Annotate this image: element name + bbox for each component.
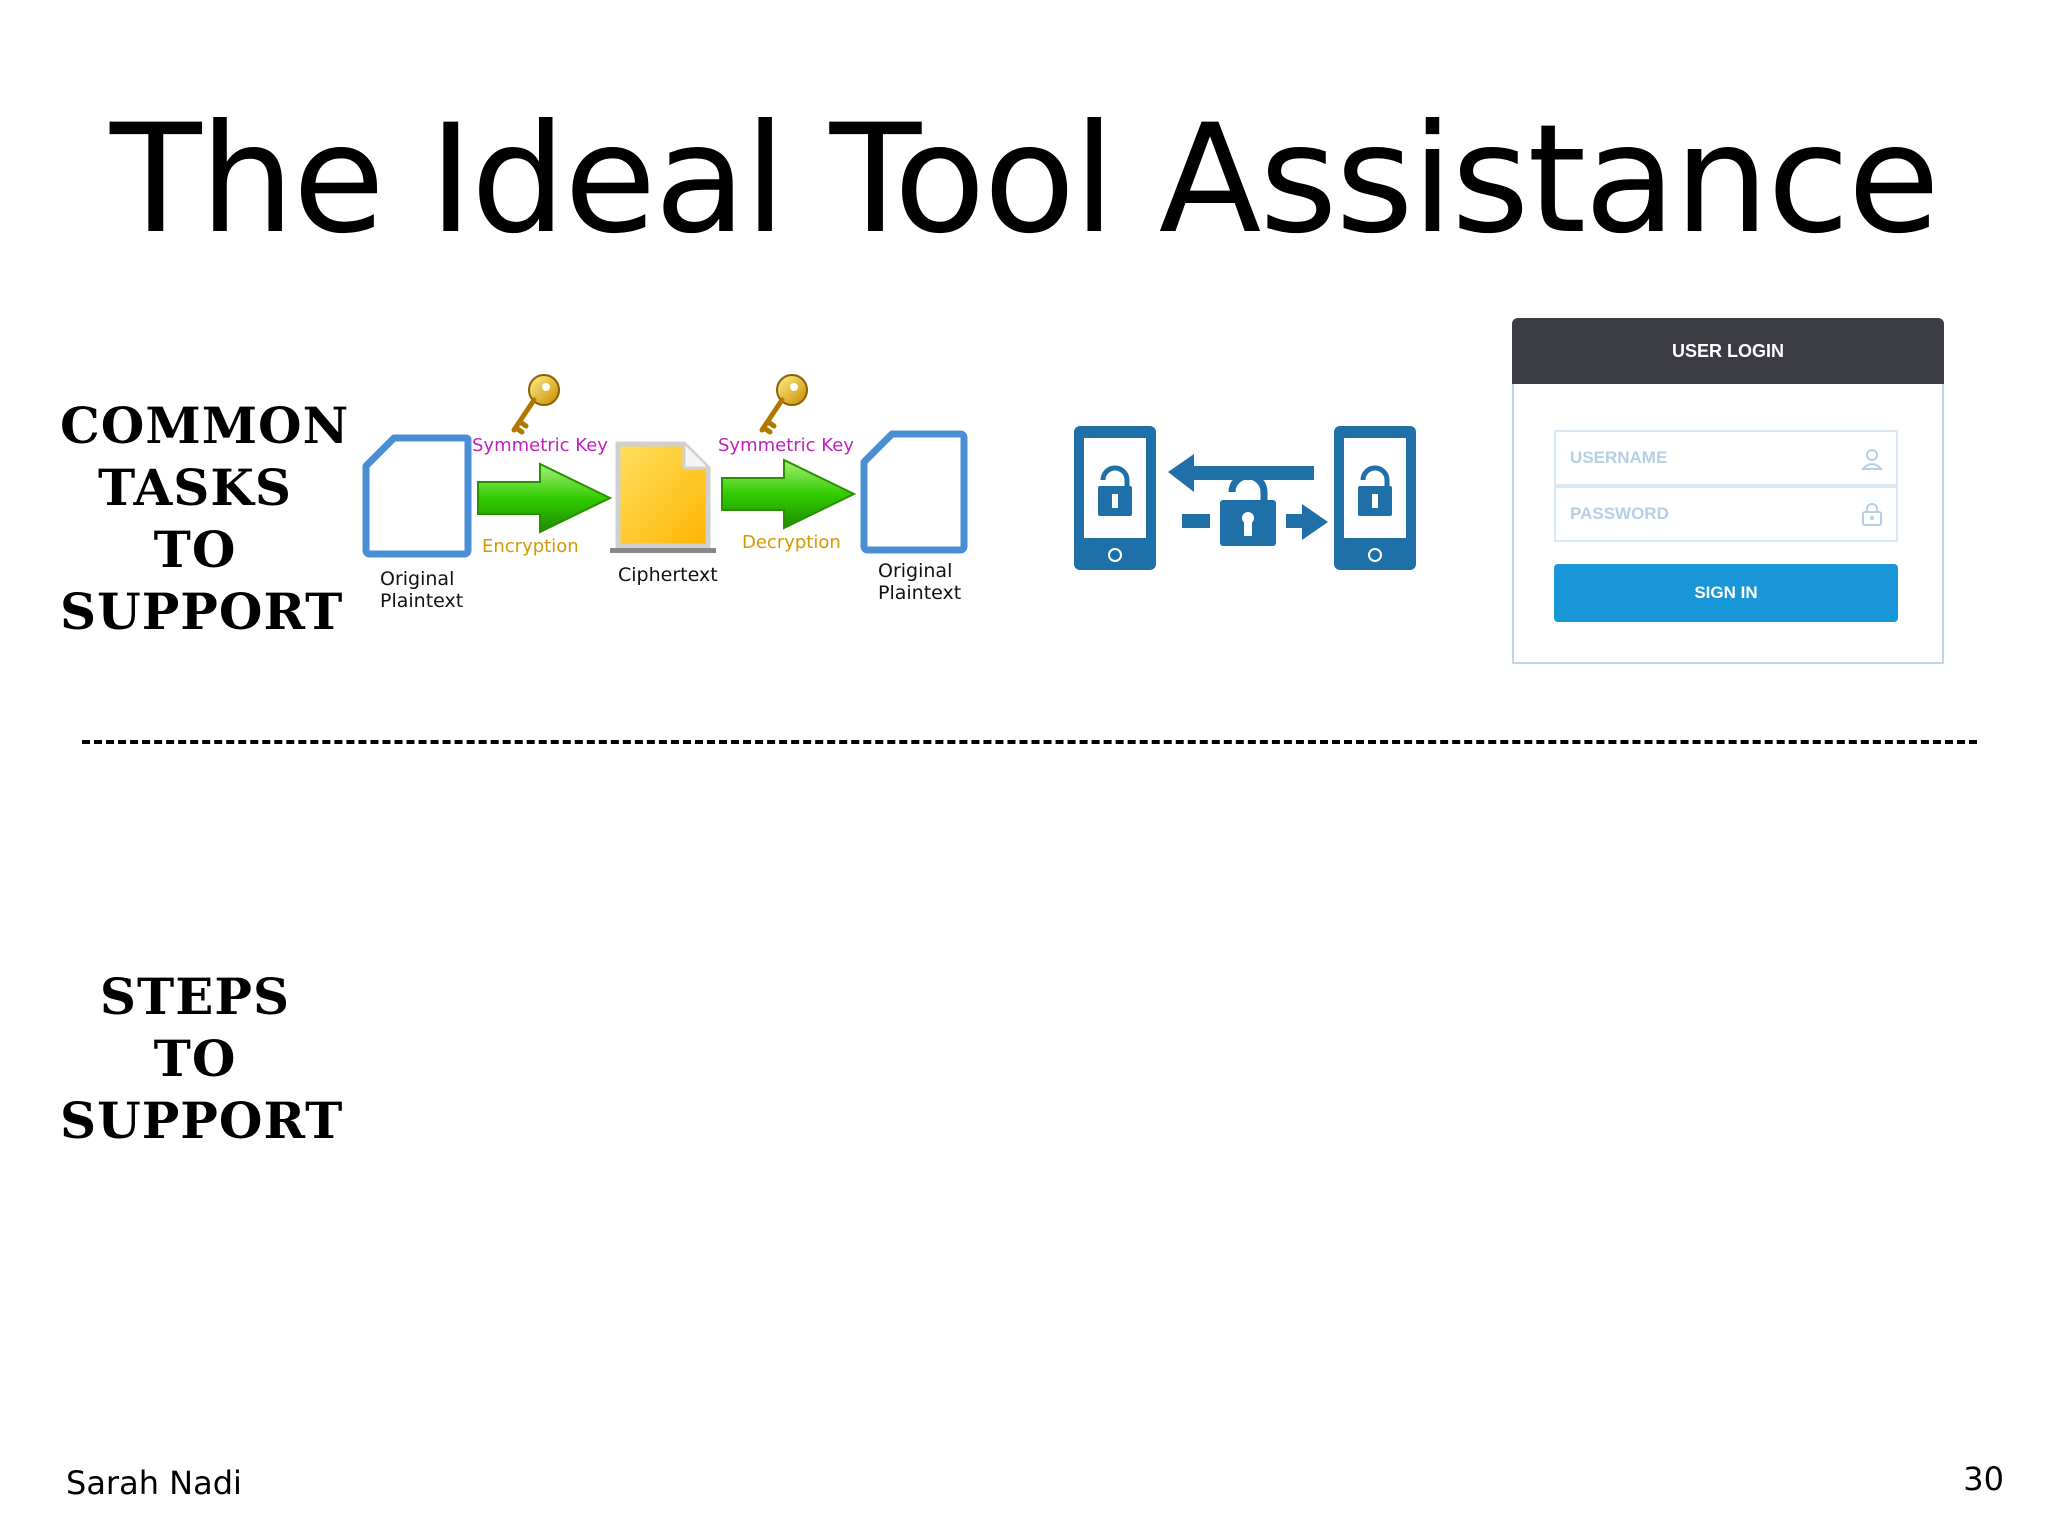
- steps-label: Steps to Support: [60, 966, 344, 1152]
- sign-in-button[interactable]: SIGN IN: [1554, 564, 1898, 622]
- steps-line: Support: [60, 1091, 344, 1150]
- symmetric-key-label: Symmetric Key: [472, 435, 608, 456]
- encryption-diagram: Symmetric Key Symmetric Key Encryption D…: [360, 360, 980, 620]
- caption-line: Original: [878, 560, 953, 582]
- caption-line: Plaintext: [878, 582, 962, 604]
- caption-line: Original: [380, 568, 455, 590]
- author-name: Sarah Nadi: [66, 1464, 242, 1502]
- ciphertext-document-icon: [610, 441, 716, 553]
- ciphertext-caption: Ciphertext: [618, 564, 718, 586]
- common-tasks-line: Common: [60, 396, 350, 455]
- plaintext-document-icon: [860, 430, 968, 554]
- phone-icon: [1074, 426, 1156, 570]
- phone-icon: [1334, 426, 1416, 570]
- section-divider: [82, 740, 1977, 744]
- user-login-card: USER LOGIN SIGN IN: [1512, 318, 1944, 664]
- lock-icon: [1862, 503, 1882, 526]
- login-header: USER LOGIN: [1512, 318, 1944, 384]
- page-number: 30: [1963, 1460, 2004, 1498]
- key-icon: [759, 374, 808, 435]
- common-tasks-line: Support: [60, 582, 344, 641]
- slide-title: The Ideal Tool Assistance: [109, 93, 1940, 267]
- secure-phone-exchange-icon: [1074, 426, 1416, 570]
- original-plaintext-caption: Original Plaintext: [878, 560, 961, 604]
- decryption-label: Decryption: [742, 532, 841, 553]
- plaintext-document-icon: [362, 434, 472, 558]
- key-icon: [511, 374, 560, 435]
- common-tasks-line: to: [153, 520, 237, 579]
- encryption-label: Encryption: [482, 536, 579, 557]
- user-icon: [1860, 449, 1884, 470]
- encryption-diagram-graphics: [362, 374, 968, 558]
- steps-line: to: [153, 1029, 237, 1088]
- username-input[interactable]: [1556, 432, 1860, 484]
- password-field-container: [1554, 486, 1898, 542]
- encryption-arrow-icon: [477, 462, 613, 534]
- original-plaintext-caption: Original Plaintext: [380, 568, 463, 612]
- username-field-container: [1554, 430, 1898, 486]
- common-tasks-line: Tasks: [98, 458, 292, 517]
- caption-line: Plaintext: [380, 590, 464, 612]
- decryption-arrow-icon: [721, 458, 857, 530]
- common-tasks-label: Common Tasks to Support: [60, 395, 350, 643]
- symmetric-key-label: Symmetric Key: [718, 435, 854, 456]
- password-input[interactable]: [1556, 488, 1860, 540]
- exchange-arrows-icon: [1168, 454, 1328, 550]
- steps-line: Steps: [99, 967, 291, 1026]
